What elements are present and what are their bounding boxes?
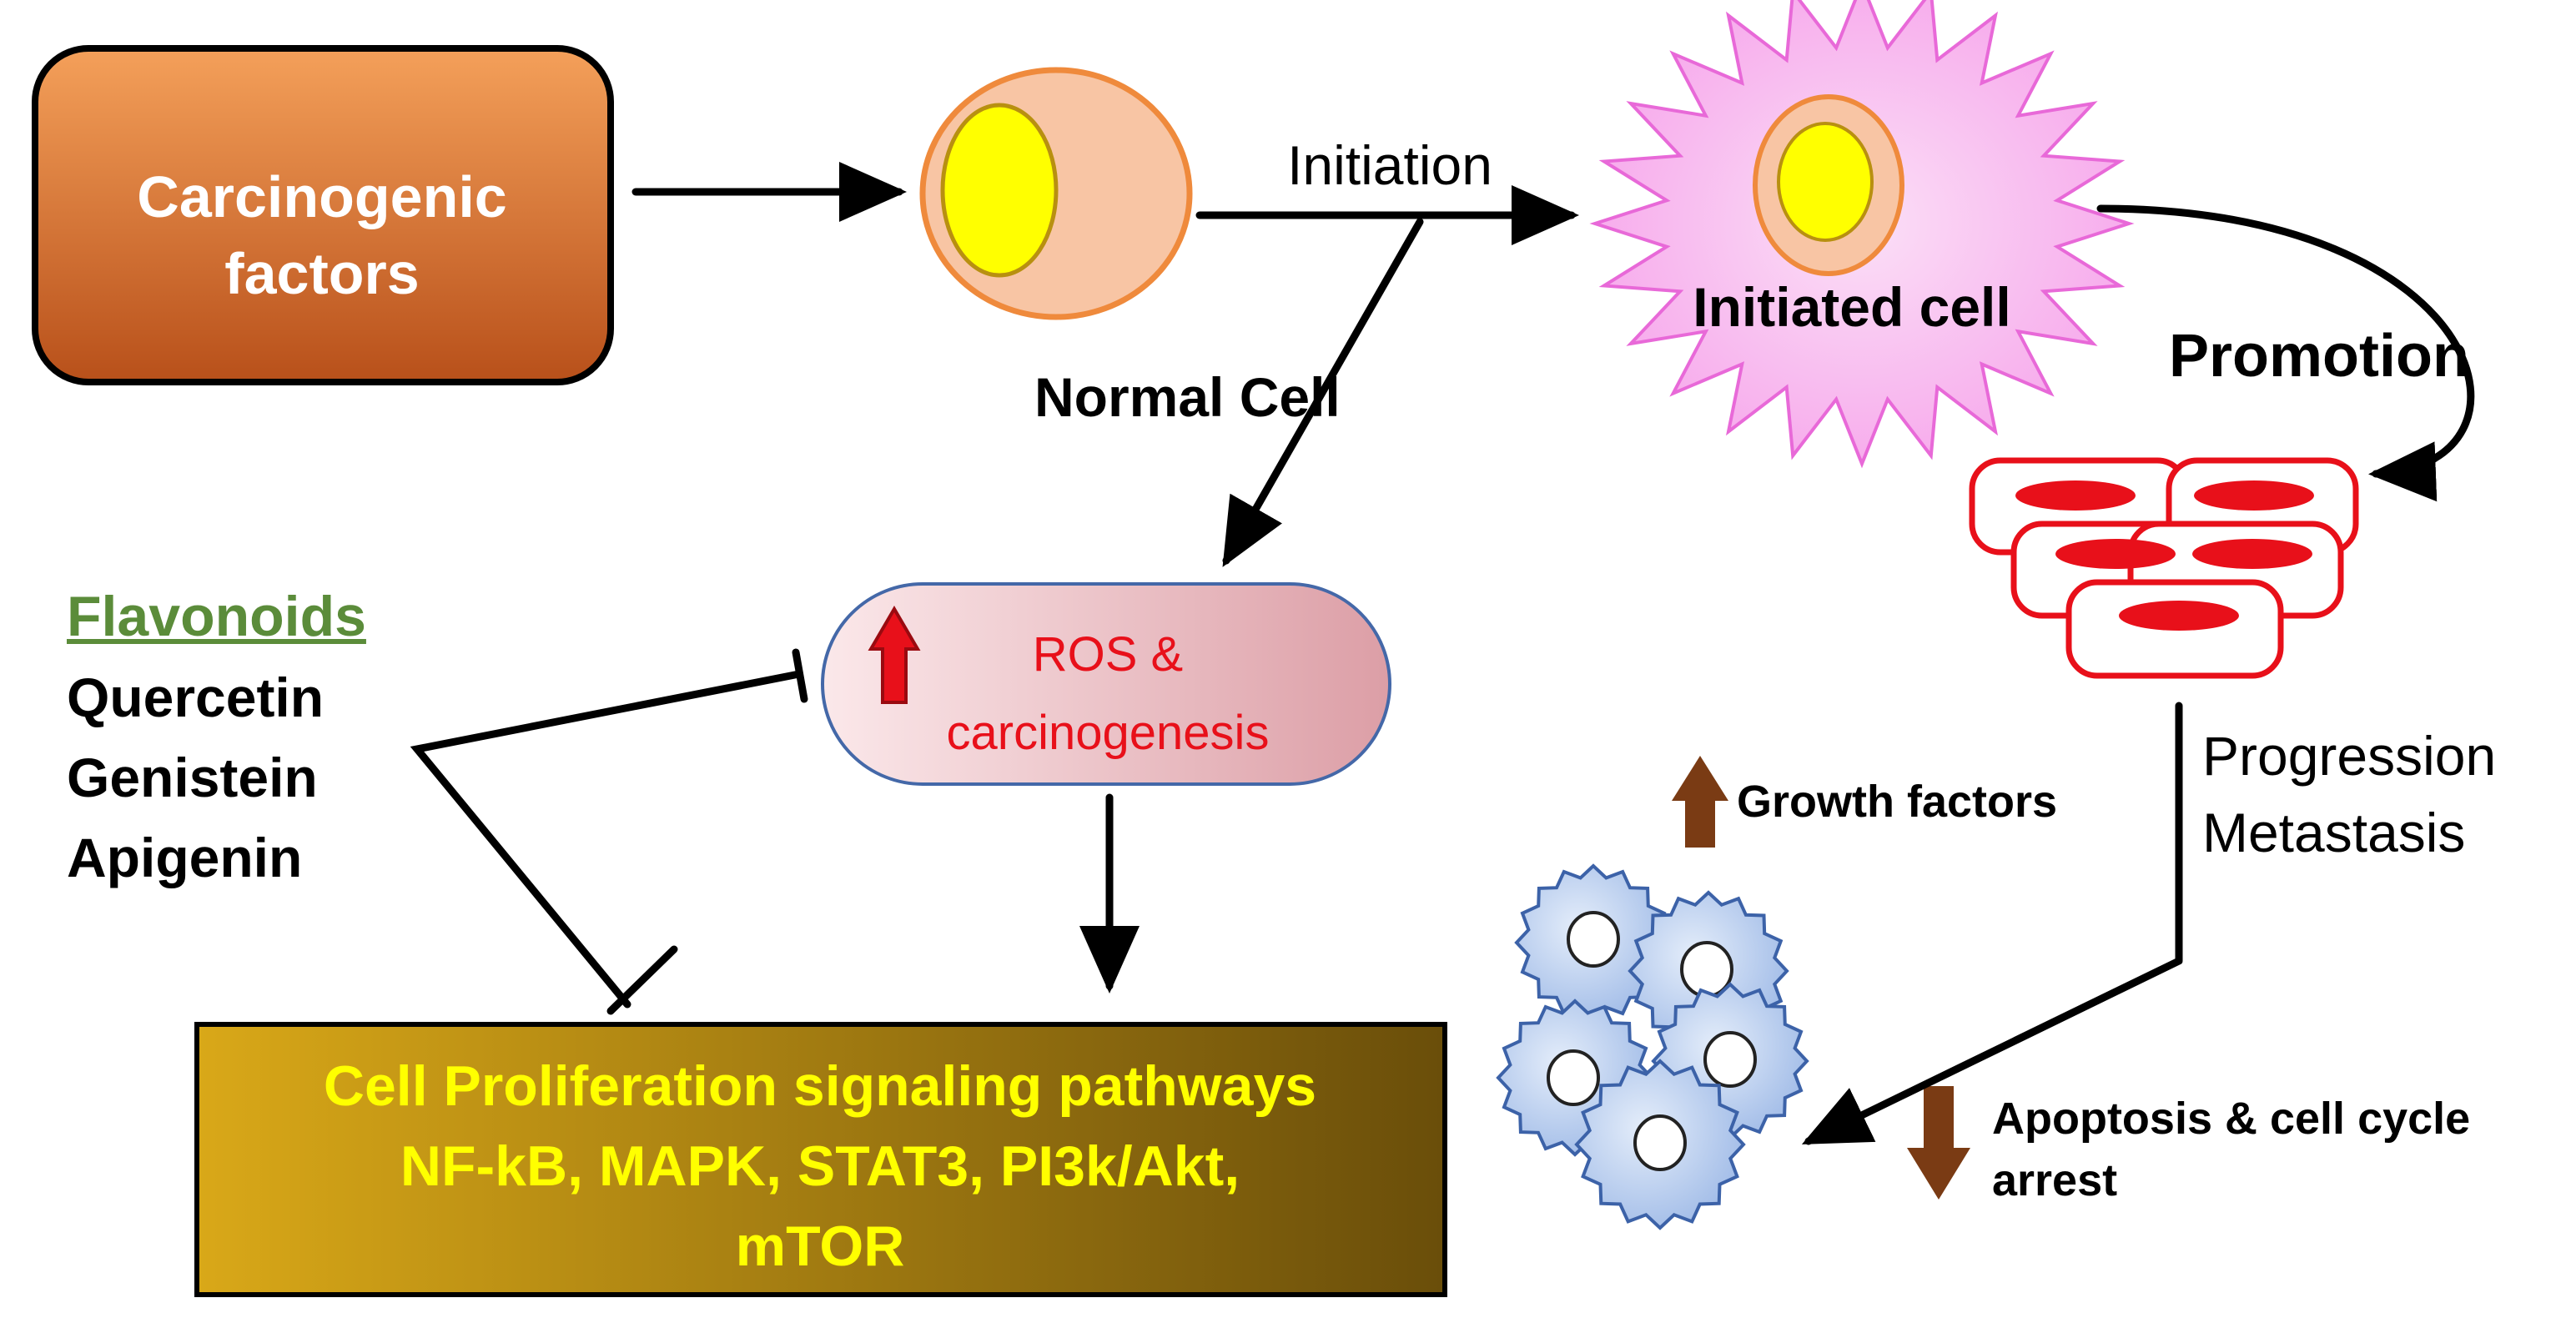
normal-cell-label: Normal Cell — [1034, 366, 1341, 428]
arrow-progression — [1801, 702, 2183, 1145]
cancer-cells-cluster — [1496, 863, 1809, 1230]
pathways-line1: Cell Proliferation signaling pathways — [323, 1054, 1317, 1118]
apoptosis-line1: Apoptosis & cell cycle — [1992, 1094, 2471, 1144]
carcinogenic-factors-label: Carcinogenic factors — [137, 158, 506, 312]
initiated-cell-label: Initiated cell — [1693, 276, 2011, 338]
flavonoids-title: Flavonoids — [67, 585, 366, 648]
arrow-to-ros — [1222, 218, 1424, 567]
cancer-cell — [1574, 1059, 1746, 1230]
flavonoid-item: Quercetin — [67, 667, 325, 728]
ros-label: ROS & carcinogenesis — [947, 616, 1270, 772]
signaling-pathways-label: Cell Proliferation signaling pathways NF… — [324, 1046, 1316, 1286]
flavonoid-item: Apigenin — [67, 827, 303, 888]
signaling-pathways-box — [194, 1022, 1447, 1297]
cancer-cell — [1514, 863, 1673, 1022]
ros-line2: carcinogenesis — [946, 706, 1270, 760]
inhibition-bar-pathways — [606, 945, 678, 1015]
ros-line1: ROS & — [1032, 627, 1184, 682]
carcinogenic-line1: Carcinogenic — [137, 164, 507, 229]
inhibition-line-ros — [410, 670, 803, 1009]
progression-line2: Metastasis — [2202, 802, 2466, 863]
ros-pill — [821, 582, 1391, 786]
initiation-label: Initiation — [1287, 134, 1492, 196]
normal-cell-icon — [919, 67, 1193, 320]
progression-label: Progression Metastasis — [2202, 717, 2496, 871]
promotion-label: Promotion — [2169, 323, 2469, 390]
progression-line1: Progression — [2202, 725, 2497, 787]
carcinogenic-factors-box — [32, 45, 614, 385]
apoptosis-line2: arrest — [1992, 1155, 2118, 1205]
brown-up-arrow-icon — [1672, 756, 1728, 848]
flavonoid-item: Genistein — [67, 747, 318, 808]
pathways-line2: NF-kB, MAPK, STAT3, PI3k/Akt, — [400, 1134, 1240, 1198]
brown-down-arrow-icon — [1907, 1086, 1970, 1200]
apoptosis-label: Apoptosis & cell cycle arrest — [1992, 1088, 2470, 1211]
red-up-arrow-icon — [868, 606, 921, 704]
promoted-cells-nuclei — [2015, 480, 2314, 631]
inhibition-bar-ros — [792, 648, 808, 703]
arrow-promotion — [2096, 204, 2475, 502]
pathways-line3: mTOR — [735, 1215, 905, 1278]
initiated-cell-icon — [1589, 0, 2135, 469]
carcinogenic-line2: factors — [224, 241, 420, 306]
growth-factors-label: Growth factors — [1737, 777, 2058, 827]
